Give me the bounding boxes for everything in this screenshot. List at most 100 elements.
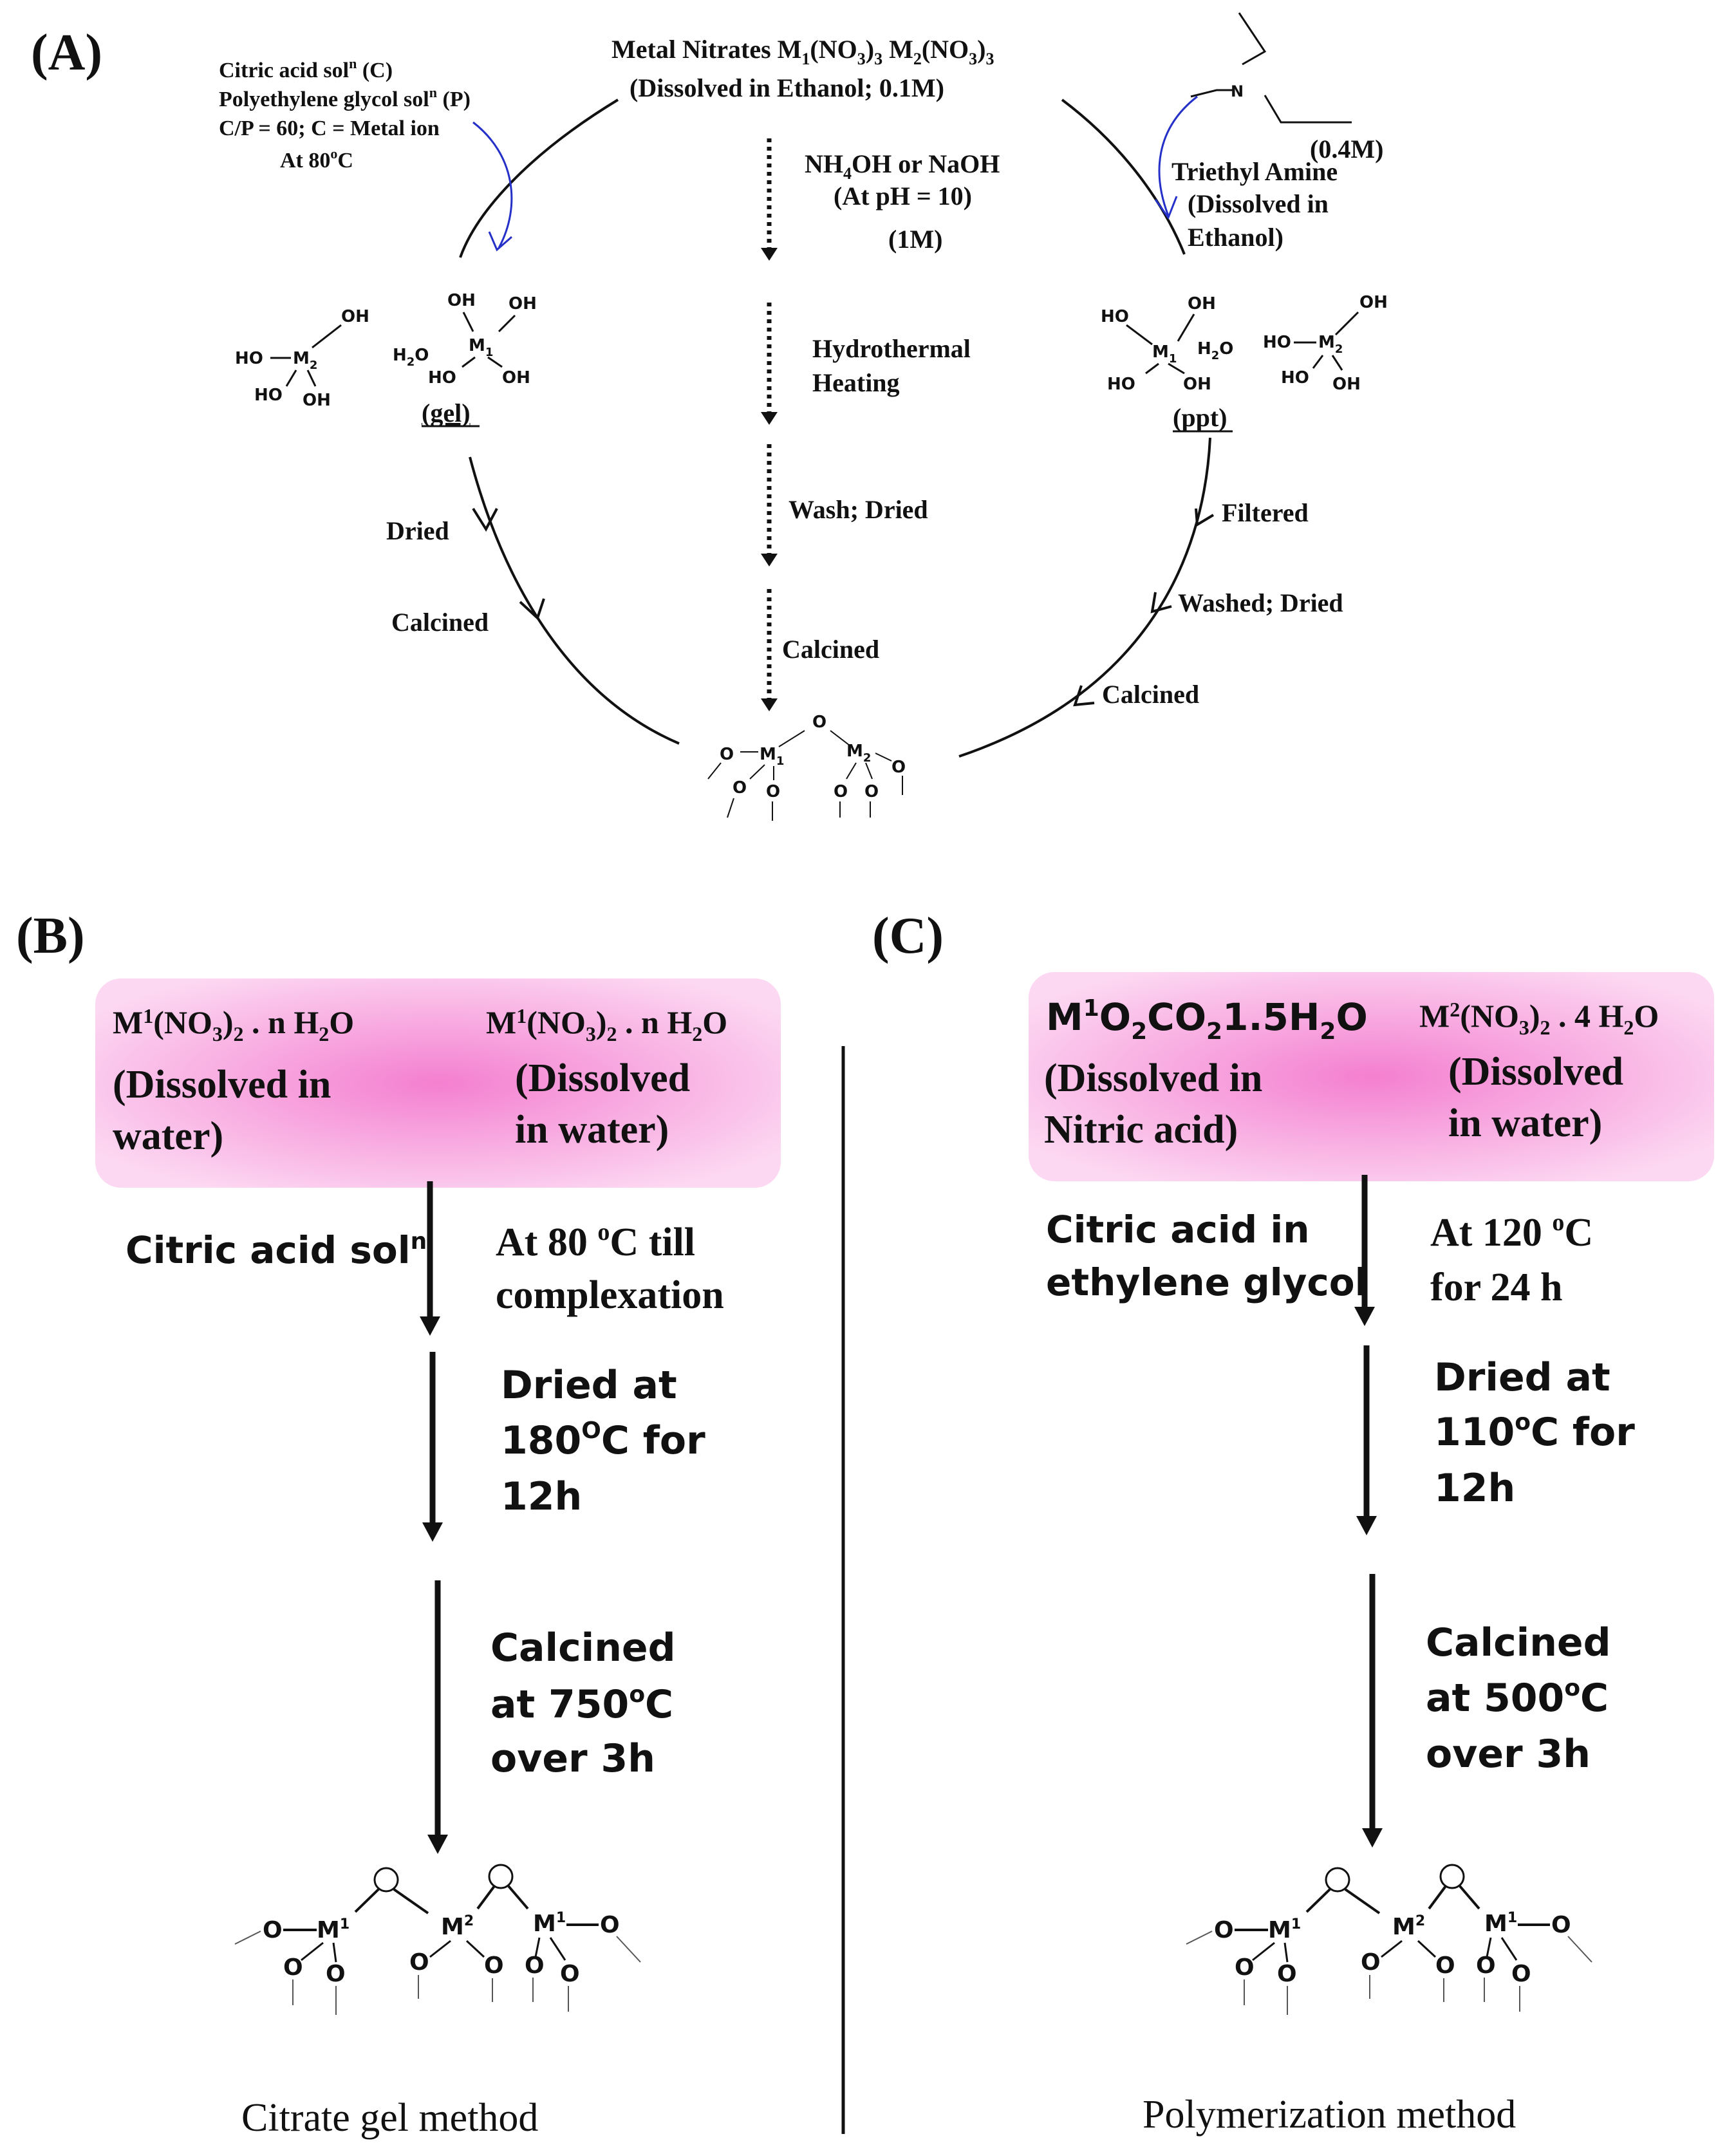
svg-text:O: O [864, 782, 879, 801]
right-step-calcined: Calcined [1102, 680, 1199, 709]
svg-text:Polyethylene glycol soln (P): Polyethylene glycol soln (P) [219, 84, 471, 111]
c-step3-line2: at 500oC [1426, 1675, 1609, 1721]
calcined-middle-label: Calcined [782, 635, 879, 664]
svg-text:OH: OH [1183, 375, 1211, 394]
svg-text:O: O [1435, 1952, 1455, 1979]
svg-text:O: O [1214, 1917, 1234, 1943]
metal-nitrates-line: Metal Nitrates M1(NO3)3 M2(NO3)3 [611, 35, 994, 68]
svg-text:O: O [1235, 1954, 1255, 1981]
b-reagent-left-dissolved: (Dissolved in [113, 1063, 331, 1107]
left-step-calcined: Calcined [391, 608, 489, 637]
amine-n: N [1231, 82, 1244, 100]
oxide-structure-c: O M1 O O M2 O O M1 O O O [1186, 1864, 1592, 2015]
b-step1-left: Citric acid soln [126, 1228, 427, 1272]
c-step2-line1: Dried at [1434, 1355, 1610, 1400]
svg-text:O: O [720, 745, 734, 764]
panel-b-arrowheads [420, 1316, 448, 1854]
panel-b-reagent-box [95, 978, 781, 1188]
dissolved-ethanol-line: (Dissolved in Ethanol; 0.1M) [630, 73, 944, 102]
panel-b-label: (B) [16, 908, 85, 964]
svg-text:HO: HO [1263, 333, 1291, 352]
svg-text:O: O [525, 1952, 545, 1979]
left-step-dried: Dried [386, 516, 449, 545]
svg-text:O: O [1361, 1949, 1381, 1976]
svg-text:HO: HO [1107, 375, 1135, 394]
c-reagent-right-water: in water) [1448, 1101, 1602, 1145]
svg-text:OH: OH [1188, 294, 1216, 313]
svg-text:OH: OH [1359, 293, 1388, 312]
svg-text:HO: HO [254, 386, 283, 405]
svg-text:O: O [834, 782, 848, 801]
b-reagent-left-formula: M1(NO3)2 . n H2O [113, 1004, 354, 1045]
gel-label: (gel) [422, 398, 471, 427]
svg-text:At 80oC: At 80oC [280, 145, 353, 173]
svg-text:OH: OH [1332, 375, 1361, 394]
blue-arrowhead-right [1154, 196, 1178, 220]
hydrothermal-label: Hydrothermal [812, 334, 971, 363]
ph-condition: (At pH = 10) [834, 182, 972, 211]
svg-text:O: O [484, 1952, 504, 1979]
oxide-structure-b: O M1 O O M2 O O M1 O O O [234, 1864, 641, 2015]
svg-text:O: O [733, 778, 747, 798]
panel-a-label: (A) [31, 24, 102, 81]
b-step2-line1: Dried at [501, 1363, 677, 1408]
svg-text:O: O [812, 713, 826, 732]
b-step3-line3: over 3h [490, 1736, 655, 1781]
svg-text:M1: M1 [760, 745, 784, 768]
triethylamine-label: Triethyl Amine [1171, 157, 1338, 186]
b-step2-line2: 180OC for [501, 1418, 705, 1463]
c-reagent-left-nitric: Nitric acid) [1044, 1108, 1238, 1152]
c-step1-left-2: ethylene glycol [1046, 1260, 1368, 1304]
middle-arrowheads [761, 248, 778, 711]
svg-text:M2: M2 [846, 742, 871, 765]
svg-text:O: O [409, 1949, 429, 1976]
svg-text:HO: HO [1101, 307, 1129, 326]
c-step2-line3: 12h [1434, 1466, 1515, 1511]
svg-text:O: O [1511, 1961, 1531, 1987]
svg-text:HO: HO [235, 349, 263, 368]
dissolved-in-label: (Dissolved in [1188, 189, 1329, 218]
svg-text:M1: M1 [1268, 1916, 1301, 1943]
triethylamine-structure [1190, 12, 1352, 124]
svg-text:C/P = 60; C = Metal ion: C/P = 60; C = Metal ion [219, 117, 440, 140]
c-step2-line2: 110oC for [1434, 1409, 1635, 1455]
right-arc-top [1061, 98, 1186, 255]
c-reagent-right-formula: M2(NO3)2 . 4 H2O [1419, 998, 1659, 1039]
ppt-structures: HO OH M1 HO OH H2O HO M2 OH HO OH [1101, 293, 1388, 394]
blue-arrowhead-left [488, 231, 512, 252]
svg-text:O: O [1476, 1952, 1496, 1979]
svg-text:HO: HO [1281, 368, 1309, 388]
svg-text:H2O: H2O [1197, 339, 1233, 362]
c-reagent-left-dissolved: (Dissolved in [1044, 1056, 1262, 1100]
left-conditions: Citric acid soln (C) Polyethylene glycol… [219, 55, 471, 173]
blue-arrow-left [472, 121, 513, 248]
panel-b-arrows [427, 1181, 441, 1838]
panel-c-label: (C) [872, 908, 944, 964]
svg-text:O: O [891, 758, 906, 777]
blue-arrow-right [1158, 95, 1198, 216]
right-step-filtered: Filtered [1222, 498, 1309, 527]
wash-dried-label: Wash; Dried [789, 495, 928, 524]
left-arc-bottom [469, 456, 680, 745]
panel-c-arrows [1361, 1175, 1376, 1831]
b-step2-line3: 12h [501, 1474, 582, 1519]
ethanol-label: Ethanol) [1188, 223, 1283, 252]
b-reagent-left-water: water) [113, 1114, 223, 1158]
svg-text:O: O [326, 1961, 346, 1987]
amine-concentration: (0.4M) [1310, 135, 1383, 164]
right-step-washed: Washed; Dried [1178, 588, 1343, 617]
svg-text:O: O [283, 1954, 303, 1981]
svg-text:M1: M1 [533, 1910, 566, 1937]
svg-text:M1: M1 [1152, 342, 1177, 366]
c-step1-right-2: for 24 h [1430, 1266, 1563, 1309]
b-reagent-right-water: in water) [515, 1108, 669, 1152]
svg-text:H2O: H2O [393, 346, 429, 369]
base-condition: NH4OH or NaOH [805, 149, 1000, 183]
svg-text:M2: M2 [1318, 333, 1343, 356]
svg-text:M1: M1 [317, 1916, 350, 1943]
svg-text:OH: OH [303, 391, 331, 410]
panel-c-caption: Polymerization method [1143, 2093, 1516, 2137]
svg-text:OH: OH [341, 307, 369, 326]
b-step3-line2: at 750oC [490, 1681, 673, 1727]
svg-text:O: O [263, 1917, 283, 1943]
